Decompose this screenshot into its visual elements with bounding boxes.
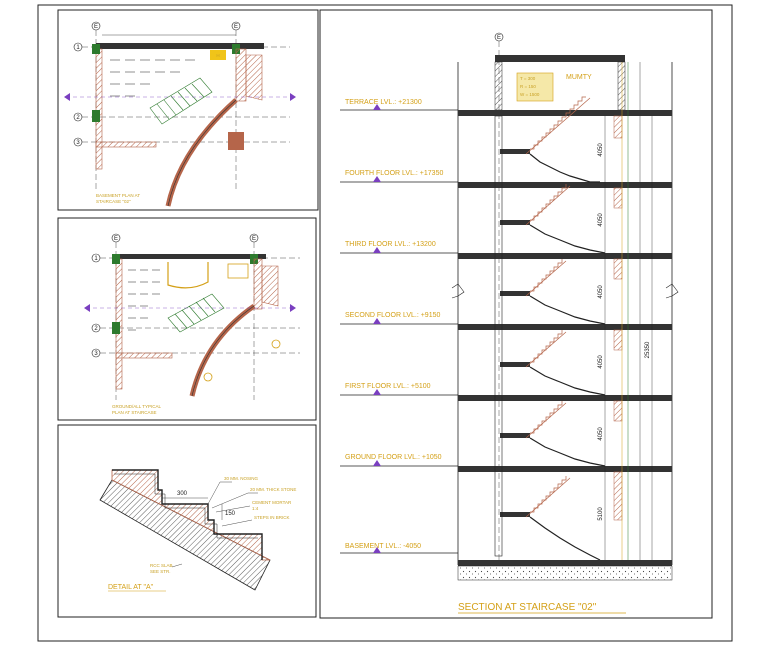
svg-text:H: H — [216, 53, 219, 58]
detail-title: DETAIL AT "A" — [108, 584, 154, 591]
svg-text:4050: 4050 — [598, 355, 604, 369]
plan2-caption-1: GROUND/ALL TYPICAL — [112, 404, 162, 409]
level-label-first: FIRST FLOOR LVL.: +5100 — [345, 383, 431, 390]
svg-text:2: 2 — [94, 326, 98, 332]
svg-text:E: E — [252, 236, 256, 242]
detail-tread: 300 — [177, 491, 188, 497]
detail-note-4: 1:4 — [252, 506, 259, 511]
svg-text:5100: 5100 — [598, 507, 604, 521]
svg-text:W = 1500: W = 1500 — [520, 92, 540, 97]
plan2-caption-2: PLAN AT STAIRCASE — [112, 410, 157, 415]
level-label-third: THIRD FLOOR LVL.: +13200 — [345, 241, 436, 248]
detail-note-5: STEPS IN BRICK — [254, 515, 290, 520]
svg-text:1: 1 — [94, 256, 98, 262]
svg-text:3: 3 — [94, 351, 98, 357]
svg-text:E: E — [114, 236, 118, 242]
section-grid-tag: E — [497, 35, 501, 41]
level-label-basement: BASEMENT LVL.: -4050 — [345, 543, 421, 550]
level-label-ground: GROUND FLOOR LVL.: +1050 — [345, 454, 442, 461]
section-panel: E MUMTY T = 300 R = 150 W = 1500 — [319, 9, 713, 619]
level-label-terrace: TERRACE LVL.: +21300 — [345, 99, 422, 106]
svg-text:4050: 4050 — [598, 285, 604, 299]
svg-text:4050: 4050 — [598, 143, 604, 157]
plan-panel-1: E E 1 2 3 — [57, 9, 319, 211]
detail-note-3: CEMENT MORTAR — [252, 500, 292, 505]
mumty-label: MUMTY — [566, 74, 592, 81]
svg-text:4050: 4050 — [598, 213, 604, 227]
level-label-fourth: FOURTH FLOOR LVL.: +17350 — [345, 170, 443, 177]
floor-slabs — [458, 110, 672, 472]
detail-note-6: RCC SLAB — [150, 563, 173, 568]
detail-note-2: 20 MM. THICK STONE — [250, 487, 296, 492]
total-height: 25350 — [645, 341, 651, 358]
svg-text:2: 2 — [76, 115, 80, 121]
svg-text:4050: 4050 — [598, 427, 604, 441]
detail-riser: 150 — [225, 511, 236, 517]
detail-panel: 300 150 30 MM. NOSING 20 MM. THICK STONE… — [57, 424, 317, 618]
plan1-caption-1: BASEMENT PLAN AT — [96, 193, 140, 198]
plan1-grid-right: E — [234, 24, 238, 30]
plan-panel-2: E E 1 2 3 — [57, 217, 317, 421]
svg-text:1: 1 — [76, 45, 80, 51]
plan1-caption-2: STAIRCASE "02" — [96, 199, 131, 204]
plan1-grid-left: E — [94, 24, 98, 30]
detail-note-7: SEE STR. — [150, 569, 171, 574]
level-label-second: SECOND FLOOR LVL.: +9150 — [345, 312, 440, 319]
level-markers: TERRACE LVL.: +21300 FOURTH FLOOR LVL.: … — [340, 99, 458, 554]
svg-text:R = 150: R = 150 — [520, 84, 536, 89]
svg-text:T = 300: T = 300 — [520, 76, 536, 81]
stair-flights — [525, 96, 606, 561]
detail-note-1: 30 MM. NOSING — [224, 476, 259, 481]
sheet-border — [37, 4, 733, 642]
section-title: SECTION AT STAIRCASE "02" — [458, 602, 597, 613]
svg-text:3: 3 — [76, 140, 80, 146]
